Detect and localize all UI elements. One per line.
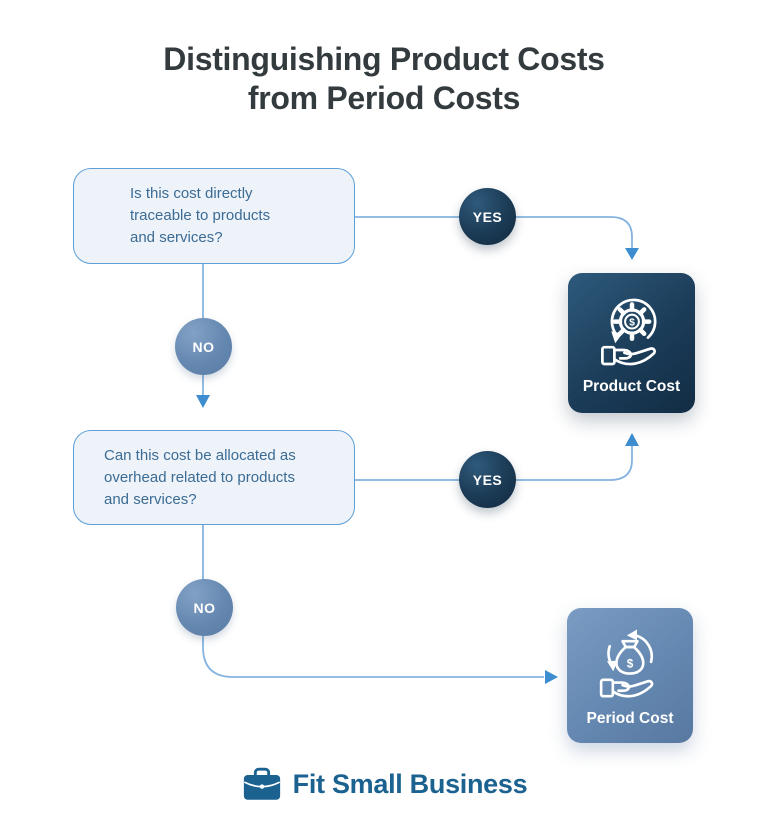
hand-holding-gear-dollar-icon: $ — [600, 298, 656, 366]
question-2-text: Can this cost be allocated as overhead r… — [104, 446, 296, 508]
brand-name: Fit Small Business — [292, 768, 528, 799]
yes-badge-2: YES — [459, 451, 516, 508]
no-badge-1-label: NO — [192, 338, 215, 355]
product-cost-label: Product Cost — [582, 378, 681, 395]
hand-holding-money-bag-refresh-icon: $ — [599, 629, 654, 698]
question-1-text: Is this cost directly traceable to produ… — [130, 185, 271, 246]
period-cost-node: $ Period Cost — [567, 608, 693, 743]
svg-text:$: $ — [629, 317, 635, 328]
no-badge-2: NO — [176, 579, 233, 636]
no-badge-1: NO — [175, 318, 232, 375]
arrowhead-product-top — [625, 248, 639, 260]
page-title-line2: from Period Costs — [247, 80, 521, 116]
arrowhead-q2-top — [196, 395, 210, 408]
connector-q1-yes-product — [353, 216, 633, 249]
no-badge-2-label: NO — [193, 599, 216, 616]
arrowhead-product-bottom — [625, 433, 639, 446]
period-cost-label: Period Cost — [586, 709, 674, 727]
yes-badge-1-label: YES — [472, 208, 503, 225]
page-title: Distinguishing Product Costs from Period… — [0, 40, 768, 118]
yes-badge-2-label: YES — [472, 471, 503, 488]
question-box-2: Can this cost be allocated as overhead r… — [73, 430, 355, 525]
briefcase-icon — [243, 767, 280, 800]
page-title-line1: Distinguishing Product Costs — [163, 41, 605, 77]
yes-badge-1: YES — [459, 188, 516, 245]
product-cost-node: $ Product Cost — [568, 273, 695, 413]
question-box-1: Is this cost directly traceable to produ… — [73, 168, 355, 264]
connector-q2-no-period — [202, 523, 544, 678]
brand-logo: Fit Small Business — [0, 760, 768, 808]
connector-q2-yes-product — [353, 445, 633, 481]
arrowhead-period-left — [545, 670, 558, 684]
svg-text:$: $ — [627, 657, 634, 670]
